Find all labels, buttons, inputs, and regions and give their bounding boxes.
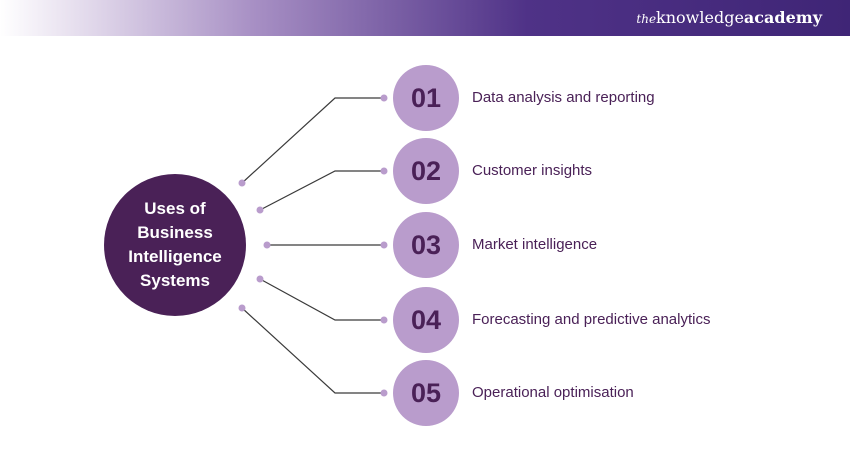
dot-end-01	[380, 94, 388, 102]
dot-start-02	[256, 206, 264, 214]
dot-start-01	[238, 179, 246, 187]
number-circle-02: 02	[393, 138, 459, 204]
dot-end-02	[380, 167, 388, 175]
brand-logo[interactable]: theknowledgeacademy	[636, 7, 822, 30]
brand-prefix: the	[636, 12, 657, 26]
center-circle: Uses of Business Intelligence Systems	[104, 174, 246, 316]
center-line-3: Intelligence	[128, 247, 222, 266]
connector-01	[241, 97, 384, 184]
item-label-03: Market intelligence	[472, 236, 598, 253]
item-label-01: Data analysis and reporting	[472, 89, 655, 106]
connector-04	[259, 278, 384, 321]
item-label-04: Forecasting and predictive analytics	[472, 311, 711, 328]
center-line-4: Systems	[140, 271, 210, 290]
brand-word-knowledge: knowledge	[656, 8, 744, 27]
item-label-05: Operational optimisation	[472, 384, 634, 401]
dot-end-03	[380, 241, 388, 249]
center-title: Uses of Business Intelligence Systems	[110, 197, 240, 293]
dot-end-04	[380, 316, 388, 324]
number-05: 05	[410, 377, 442, 408]
number-circle-05: 05	[393, 360, 459, 426]
number-circle-01: 01	[393, 65, 459, 131]
dot-start-03	[263, 241, 271, 249]
number-03: 03	[410, 229, 442, 260]
brand-word-academy: academy	[743, 8, 822, 27]
header-bar: theknowledgeacademy	[0, 0, 850, 36]
dot-end-05	[380, 389, 388, 397]
number-circle-03: 03	[393, 212, 459, 278]
number-04: 04	[410, 304, 442, 335]
number-02: 02	[410, 155, 442, 186]
center-line-2: Business	[137, 223, 213, 242]
dot-start-04	[256, 275, 264, 283]
dot-start-05	[238, 304, 246, 312]
connector-05	[241, 307, 384, 394]
number-01: 01	[410, 82, 442, 113]
connector-02	[259, 170, 384, 211]
center-line-1: Uses of	[144, 199, 206, 218]
item-label-02: Customer insights	[472, 162, 593, 179]
number-circle-04: 04	[393, 287, 459, 353]
